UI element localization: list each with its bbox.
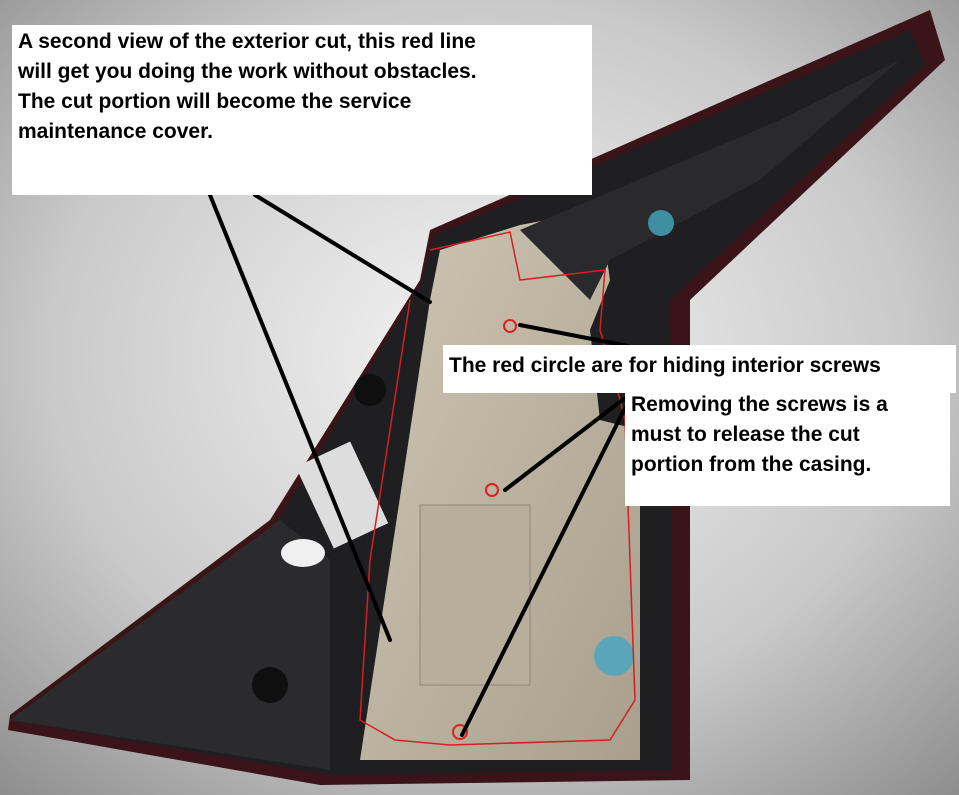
callout-line: Removing the screws is a — [631, 393, 888, 416]
callout-exterior-cut: A second view of the exterior cut, this … — [12, 25, 592, 195]
tail-light-housing — [8, 10, 945, 785]
callout-line: portion from the casing. — [631, 453, 872, 476]
callout-line: The cut portion will become the service — [18, 90, 412, 113]
red-cut-line — [359, 231, 636, 746]
pointer-lines — [208, 193, 630, 737]
callout-line: maintenance cover. — [18, 120, 213, 143]
callout-red-circle: The red circle are for hiding interior s… — [443, 345, 956, 393]
callout-remove-screws: Removing the screws is a must to release… — [625, 388, 950, 506]
callout-line: A second view of the exterior cut, this … — [18, 30, 476, 53]
callout-line: must to release the cut — [631, 423, 860, 446]
callout-line: will get you doing the work without obst… — [18, 60, 477, 83]
red-screw-circles — [452, 319, 517, 740]
